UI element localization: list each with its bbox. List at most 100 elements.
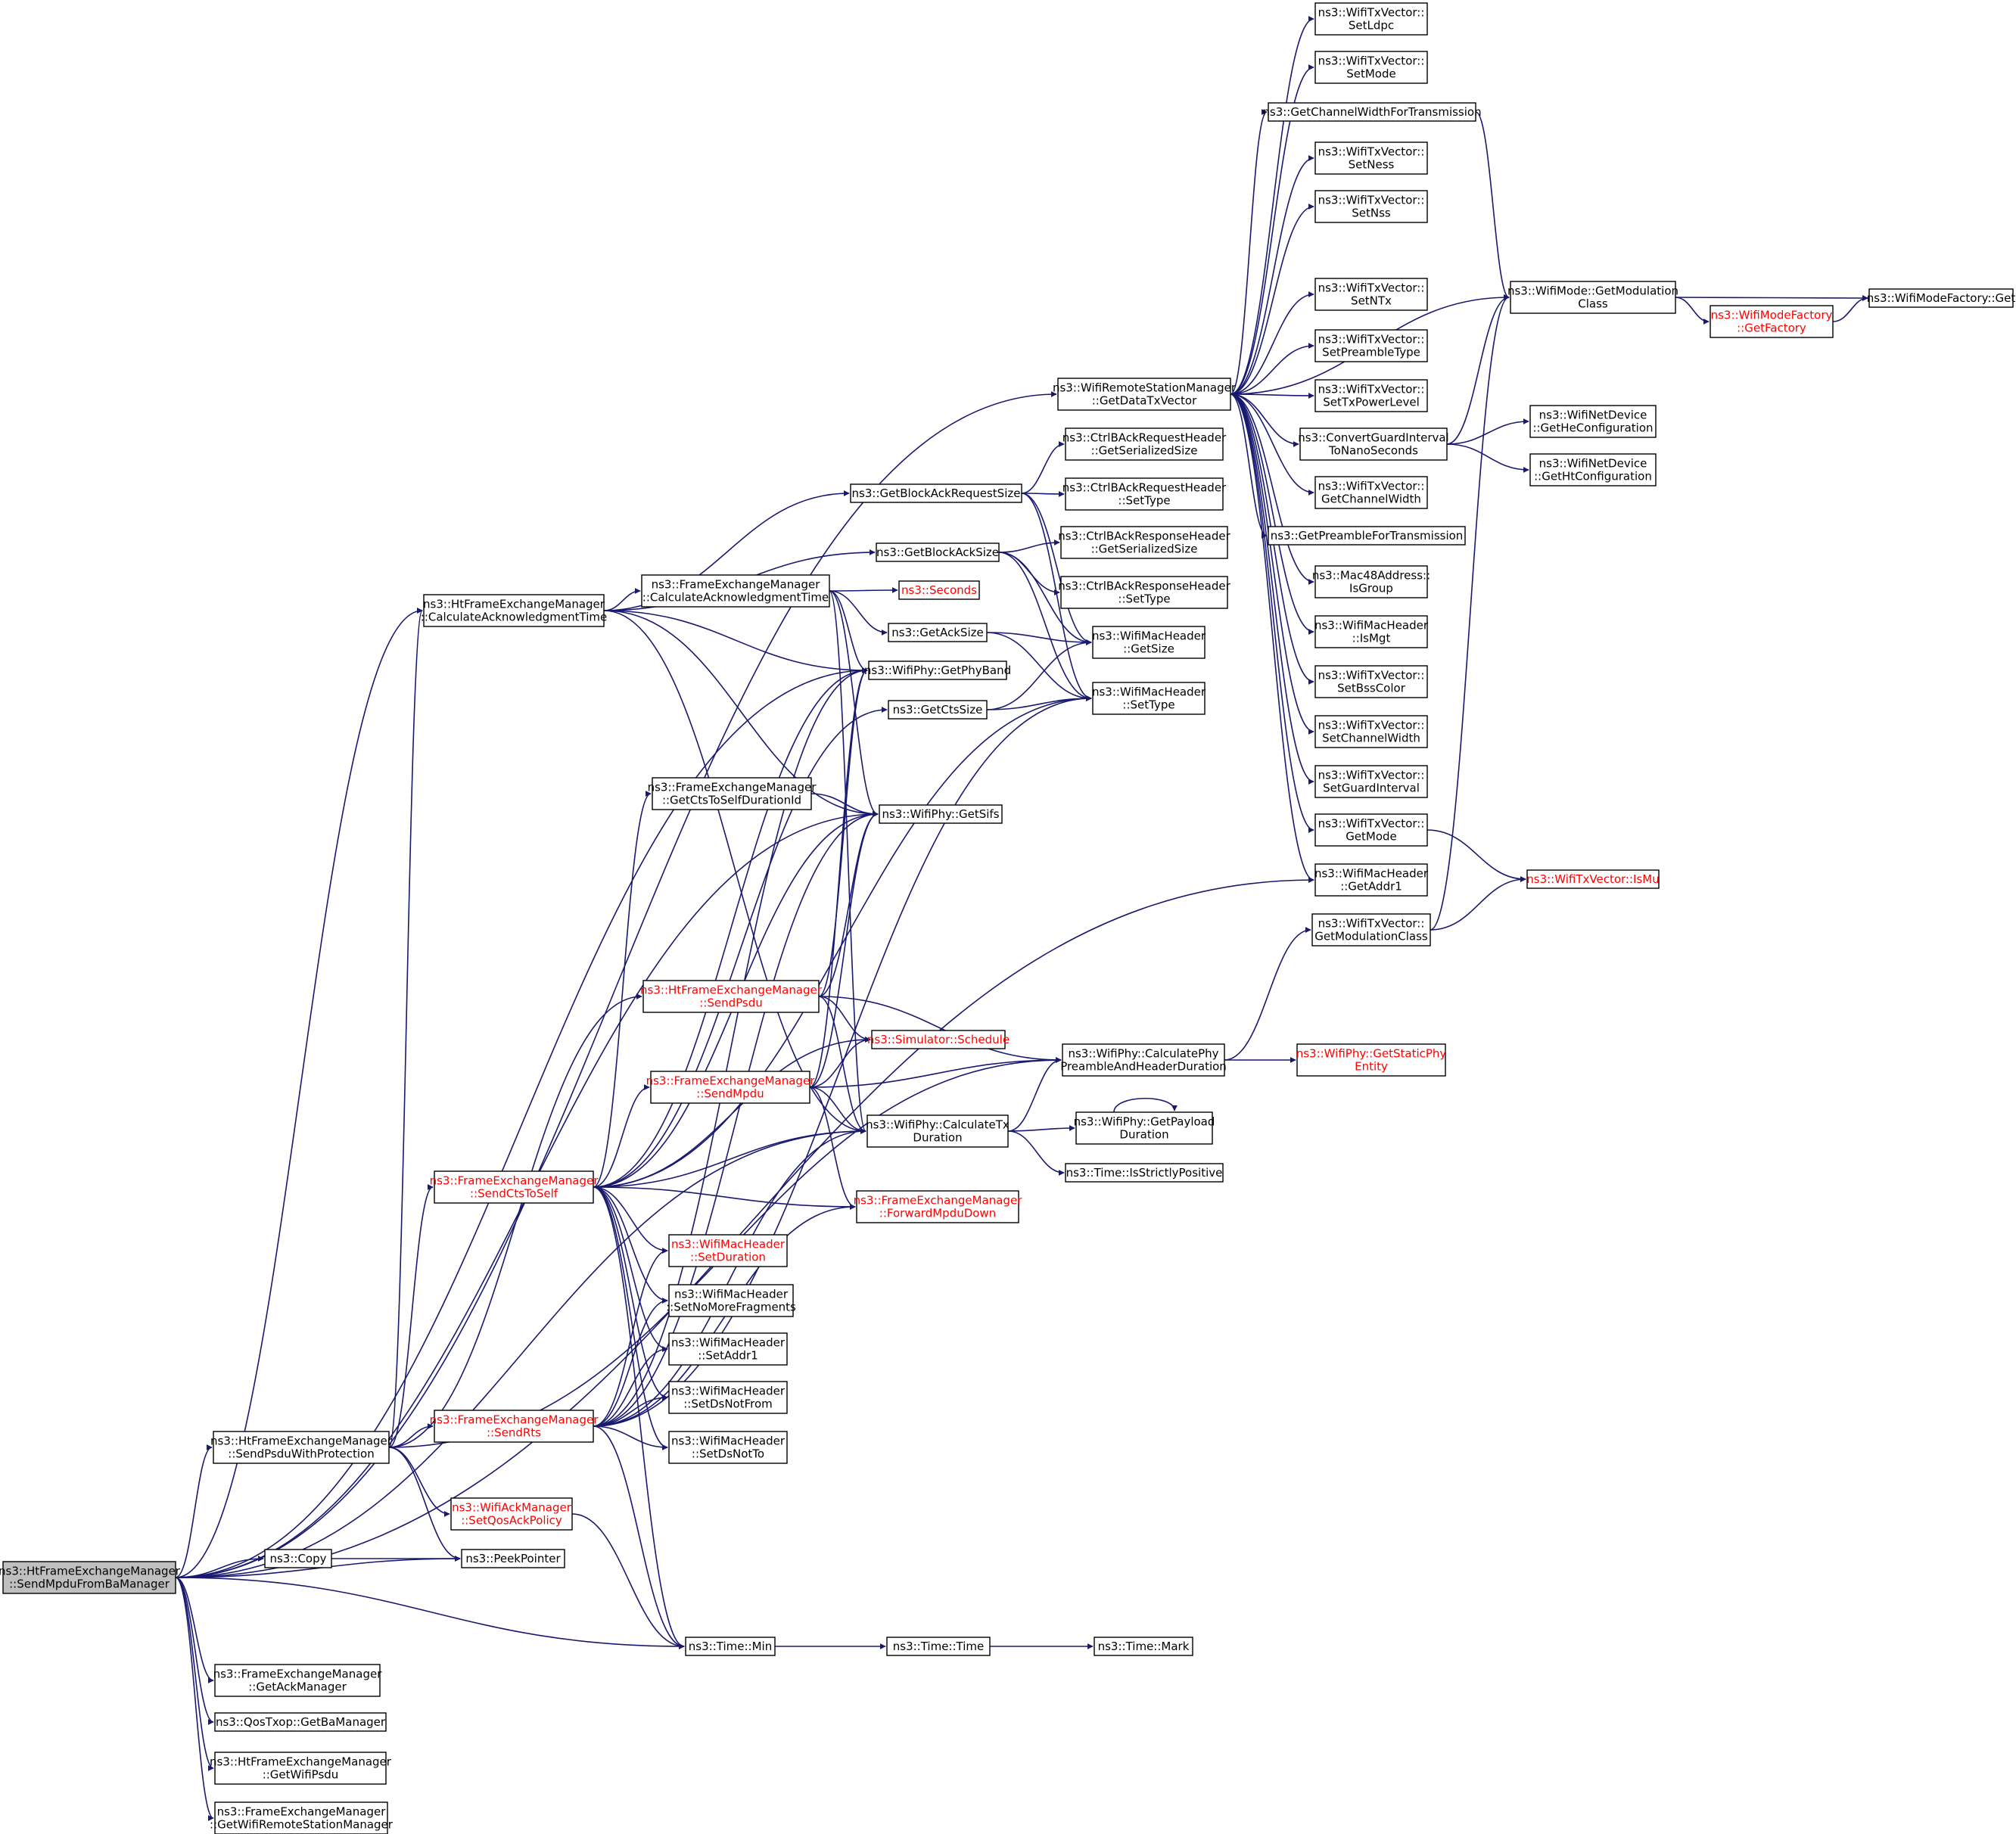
graph-node-ba-resp-set-type[interactable]: ns3::CtrlBAckResponseHeader::SetType [1058,576,1231,609]
graph-node-get-wifi-psdu[interactable]: ns3::HtFrameExchangeManager::GetWifiPsdu [210,1752,392,1785]
graph-node-set-bss-color[interactable]: ns3::WifiTxVector::SetBssColor [1314,665,1428,698]
graph-node-set-channel-width[interactable]: ns3::WifiTxVector::SetChannelWidth [1314,715,1428,748]
graph-node-factory-get[interactable]: ns3::WifiModeFactory::Get [1867,288,2016,308]
graph-node-forward-mpdu-down[interactable]: ns3::FrameExchangeManager::ForwardMpduDo… [854,1190,1023,1223]
graph-node-set-ness[interactable]: ns3::WifiTxVector::SetNess [1314,141,1428,175]
edge-GetAckSize-to-MacHdrSetType [986,632,1092,701]
node-label: ::CalculateAcknowledgmentTime [642,591,829,605]
graph-node-get-factory[interactable]: ns3::WifiModeFactory::GetFactory [1710,305,1834,338]
graph-node-send-psdu-with-protection[interactable]: ns3::HtFrameExchangeManager::SendPsduWit… [210,1431,393,1464]
graph-node-send-cts-to-self[interactable]: ns3::FrameExchangeManager::SendCtsToSelf [430,1170,599,1204]
graph-node-set-n-tx[interactable]: ns3::WifiTxVector::SetNTx [1314,278,1428,311]
graph-node-get-mode[interactable]: ns3::WifiTxVector::GetMode [1314,813,1428,847]
graph-node-get-block-ack-size[interactable]: ns3::GetBlockAckSize [876,542,1000,562]
node-label: SetTxPowerLevel [1323,396,1420,409]
node-box [1314,379,1428,412]
node-label: ns3::FrameExchangeManager [646,1074,816,1088]
node-label: ns3::WifiPhy::GetPayload [1074,1115,1215,1129]
graph-node-fem-calc-ack-time[interactable]: ns3::FrameExchangeManager::CalculateAckn… [641,574,830,608]
graph-node-time-min[interactable]: ns3::Time::Min [685,1637,776,1656]
graph-node-get-block-ack-request-size[interactable]: ns3::GetBlockAckRequestSize [850,483,1022,503]
graph-node-set-duration[interactable]: ns3::WifiMacHeader::SetDuration [668,1234,788,1267]
graph-node-get-ba-manager[interactable]: ns3::QosTxop::GetBaManager [214,1712,387,1732]
graph-node-mac-hdr-set-type[interactable]: ns3::WifiMacHeader::SetType [1092,682,1206,715]
node-box [668,1332,788,1366]
graph-node-get-phy-band[interactable]: ns3::WifiPhy::GetPhyBand [864,661,1011,680]
node-label: IsGroup [1349,582,1393,595]
graph-node-get-ack-size[interactable]: ns3::GetAckSize [888,623,988,642]
graph-node-set-mode[interactable]: ns3::WifiTxVector::SetMode [1314,51,1428,84]
edge-CalcPhyPreamble-to-GetModulationClassTx [1224,927,1311,1061]
graph-node-mac-hdr-get-size[interactable]: ns3::WifiMacHeader::GetSize [1092,626,1206,659]
edge-root-to-GetWifiPsdu [175,1577,214,1771]
node-label: SetLdpc [1349,19,1394,33]
graph-node-get-preamble-for-transmission[interactable]: ns3::GetPreambleForTransmission [1268,526,1466,546]
node-label: ns3::WifiRemoteStationManager [1053,381,1237,395]
node-label: ns3::CtrlBAckRequestHeader [1062,481,1227,495]
graph-node-send-mpdu[interactable]: ns3::FrameExchangeManager::SendMpdu [646,1071,816,1104]
node-box [1314,565,1428,598]
edge-SendCtsToSelf-to-SetDsNotTo [593,1186,668,1450]
graph-node-set-qos-ack-policy[interactable]: ns3::WifiAckManager::SetQosAckPolicy [450,1497,573,1531]
node-label: ns3::GetPreambleForTransmission [1271,529,1464,542]
graph-node-get-data-tx-vector[interactable]: ns3::WifiRemoteStationManager::GetDataTx… [1053,378,1237,411]
graph-node-get-cts-size[interactable]: ns3::GetCtsSize [888,700,988,720]
node-label: ns3::PeekPointer [465,1552,561,1565]
graph-node-get-he-configuration[interactable]: ns3::WifiNetDevice::GetHeConfiguration [1529,405,1657,438]
node-label: ns3::WifiMacHeader [1314,619,1429,633]
graph-node-get-ack-manager[interactable]: ns3::FrameExchangeManager::GetAckManager [213,1664,383,1697]
graph-node-get-ht-configuration[interactable]: ns3::WifiNetDevice::GetHtConfiguration [1529,453,1657,486]
graph-node-set-nss[interactable]: ns3::WifiTxVector::SetNss [1314,190,1428,223]
graph-node-get-cts-to-self-duration-id[interactable]: ns3::FrameExchangeManager::GetCtsToSelfD… [648,777,817,810]
node-label: SetNss [1352,207,1391,220]
graph-node-bar-get-serialized-size[interactable]: ns3::CtrlBAckRequestHeader::GetSerialize… [1062,427,1227,461]
edge-GetDataTxVector-to-GetMode [1230,393,1314,833]
edge-GetBlockAckRequestSize-to-BarSetType [1021,490,1065,497]
graph-node-set-addr1[interactable]: ns3::WifiMacHeader::SetAddr1 [668,1332,788,1366]
graph-node-set-preamble-type[interactable]: ns3::WifiTxVector::SetPreambleType [1314,329,1428,362]
edge-GetFactory-to-FactoryGet [1832,295,1868,322]
node-box [1314,329,1428,362]
graph-node-set-no-more-fragments[interactable]: ns3::WifiMacHeader::SetNoMoreFragments [666,1284,796,1317]
node-label: ns3::WifiTxVector:: [1318,194,1425,207]
graph-node-ba-resp-get-serialized-size[interactable]: ns3::CtrlBAckResponseHeader::GetSerializ… [1058,526,1231,559]
graph-node-is-group[interactable]: ns3::Mac48Address::IsGroup [1312,565,1430,598]
graph-node-time-mark[interactable]: ns3::Time::Mark [1094,1637,1193,1656]
graph-node-bar-set-type[interactable]: ns3::CtrlBAckRequestHeader::SetType [1062,477,1227,511]
graph-node-get-channel-width[interactable]: ns3::WifiTxVector::GetChannelWidth [1314,476,1428,509]
graph-node-time-time[interactable]: ns3::Time::Time [886,1637,991,1656]
graph-node-get-sifs[interactable]: ns3::WifiPhy::GetSifs [879,804,1003,824]
graph-node-peek-pointer[interactable]: ns3::PeekPointer [461,1549,565,1568]
graph-node-get-modulation-class-tx[interactable]: ns3::WifiTxVector::GetModulationClass [1311,913,1431,947]
graph-node-copy[interactable]: ns3::Copy [264,1549,332,1568]
node-box [1065,1163,1224,1183]
graph-node-sim-schedule[interactable]: ns3::Simulator::Schedule [867,1030,1010,1049]
node-label: ns3::WifiTxVector:: [1318,54,1425,68]
graph-node-get-addr1[interactable]: ns3::WifiMacHeader::GetAddr1 [1314,863,1429,897]
node-box [264,1549,332,1568]
graph-node-root[interactable]: ns3::HtFrameExchangeManager::SendMpduFro… [0,1561,181,1594]
node-label: GetChannelWidth [1321,493,1421,506]
graph-node-is-mu[interactable]: ns3::WifiTxVector::IsMu [1526,869,1660,889]
graph-node-seconds[interactable]: ns3::Seconds [898,580,980,600]
graph-node-set-ldpc[interactable]: ns3::WifiTxVector::SetLdpc [1314,2,1428,36]
graph-node-ht-calc-ack-time[interactable]: ns3::HtFrameExchangeManager::CalculateAc… [421,594,607,627]
graph-node-set-tx-power-level[interactable]: ns3::WifiTxVector::SetTxPowerLevel [1314,379,1428,412]
graph-node-send-psdu[interactable]: ns3::HtFrameExchangeManager::SendPsdu [640,980,823,1013]
graph-node-set-ds-not-from[interactable]: ns3::WifiMacHeader::SetDsNotFrom [668,1381,788,1414]
graph-node-is-mgt[interactable]: ns3::WifiMacHeader::IsMgt [1314,615,1429,648]
graph-node-is-strictly-positive[interactable]: ns3::Time::IsStrictlyPositive [1065,1163,1224,1183]
graph-node-set-guard-interval[interactable]: ns3::WifiTxVector::SetGuardInterval [1314,765,1428,798]
graph-node-get-wifi-remote-station-manager[interactable]: ns3::FrameExchangeManager::GetWifiRemote… [210,1801,394,1834]
graph-node-get-channel-width-for-transmission[interactable]: ns3::GetChannelWidthForTransmission [1262,102,1482,122]
graph-node-calc-phy-preamble[interactable]: ns3::WifiPhy::CalculatePhyPreambleAndHea… [1060,1043,1227,1077]
node-box [214,1801,388,1834]
graph-node-mode-get-modulation-class[interactable]: ns3::WifiMode::GetModulationClass [1507,281,1678,314]
graph-node-send-rts[interactable]: ns3::FrameExchangeManager::SendRts [430,1410,599,1443]
graph-node-set-ds-not-to[interactable]: ns3::WifiMacHeader::SetDsNotTo [668,1431,788,1464]
